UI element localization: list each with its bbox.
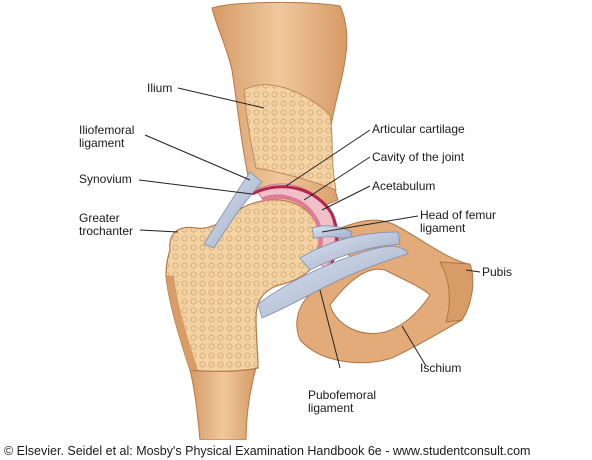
label-ilium: Ilium — [147, 81, 173, 95]
leader-articular-cartilage — [285, 129, 371, 187]
label-head-of-femur-ligament: Head of femur ligament — [420, 208, 497, 235]
label-greater-trochanter: Greater trochanter — [79, 211, 134, 238]
label-pubofemoral-ligament: Pubofemoral ligament — [308, 388, 377, 415]
leader-cavity — [303, 156, 371, 201]
pubis-bone — [439, 261, 474, 323]
label-ischium: Ischium — [420, 361, 462, 375]
hip-joint-illustration — [138, 1, 481, 440]
label-acetabulum: Acetabulum — [372, 179, 436, 193]
label-pubis: Pubis — [482, 265, 513, 279]
leader-pubis — [465, 269, 481, 273]
label-cavity-of-the-joint: Cavity of the joint — [372, 150, 465, 164]
leader-ischium — [401, 325, 427, 367]
label-iliofemoral-ligament: Iliofemoral ligament — [79, 123, 135, 150]
label-articular-cartilage: Articular cartilage — [372, 122, 465, 136]
leader-pubofemoral — [319, 289, 341, 369]
leader-acetabulum — [321, 185, 371, 211]
leader-synovium — [138, 179, 253, 195]
leader-head-of-femur — [321, 215, 419, 233]
pubofemoral-ligament-upper — [299, 231, 401, 271]
leader-iliofemoral — [144, 134, 251, 181]
leader-ilium — [177, 87, 265, 109]
femur-cortex — [166, 275, 198, 370]
pubofemoral-ligament — [257, 246, 409, 319]
femur-shaft — [189, 367, 257, 440]
copyright-credit: © Elsevier. Seidel et al: Mosby's Physic… — [4, 444, 531, 458]
leader-greater-trochanter — [139, 229, 179, 233]
ilium-cut-surface — [243, 84, 337, 191]
label-synovium: Synovium — [79, 172, 132, 186]
